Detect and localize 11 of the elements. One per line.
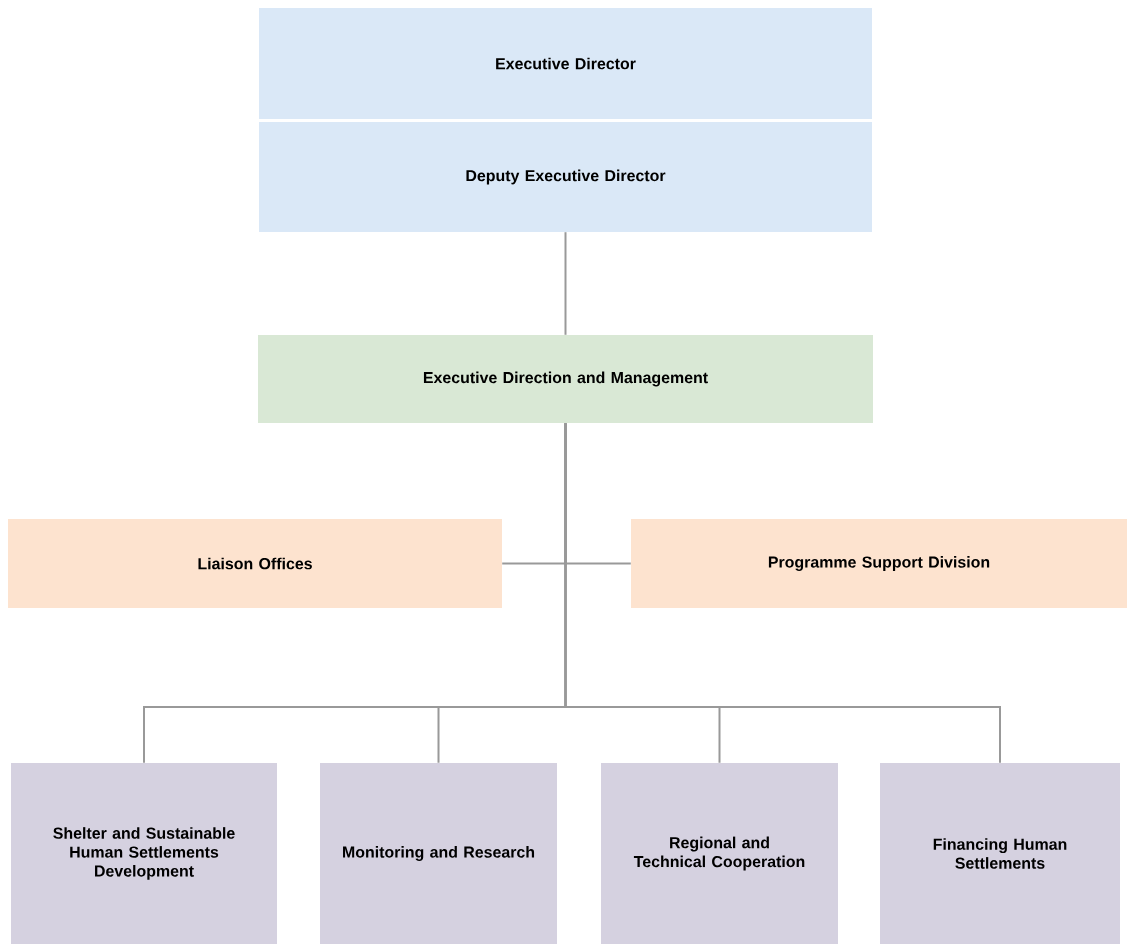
- unit-box: Liaison Offices: [8, 519, 502, 608]
- connector-line: [564, 422, 1001, 764]
- division-box: Regional and Technical Cooperation: [601, 763, 838, 944]
- unit-box: Programme Support Division: [631, 519, 1127, 608]
- division-box: Monitoring and Research: [320, 763, 557, 944]
- unit-box: Executive Direction and Management: [258, 335, 873, 423]
- division-box: Financing Human Settlements: [880, 763, 1120, 944]
- connector-line: [564, 231, 567, 336]
- title-box: Executive Director: [259, 8, 872, 119]
- division-box: Shelter and Sustainable Human Settlements Development: [11, 763, 277, 944]
- title-box: Deputy Executive Director: [259, 122, 872, 232]
